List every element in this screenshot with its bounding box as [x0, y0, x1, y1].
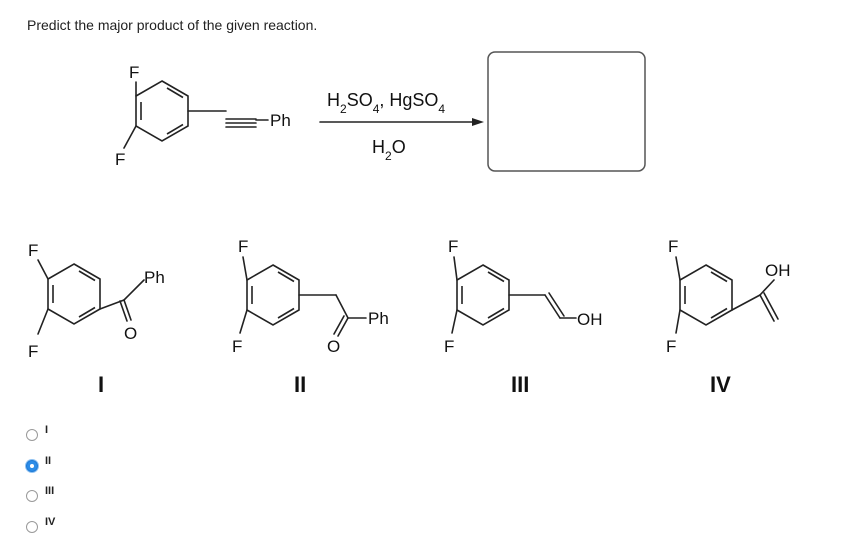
product-i-phenyl-label: Ph [144, 268, 165, 287]
option-label: IV [45, 515, 56, 528]
radio-button-icon[interactable] [26, 429, 38, 441]
product-iv-label: IV [710, 372, 731, 397]
option-label: III [45, 485, 55, 497]
answer-options: I II III IV [26, 424, 56, 549]
reactant-molecule: F F Ph [115, 63, 291, 169]
product-ii-phenyl-label: Ph [368, 309, 389, 328]
option-label: I [45, 424, 49, 436]
product-iii-fluorine-bottom: F [444, 337, 454, 356]
product-iv-fluorine-bottom: F [666, 337, 676, 356]
radio-button-icon[interactable] [26, 459, 38, 472]
option-iv[interactable]: IV [26, 515, 56, 535]
product-i-oxygen: O [124, 324, 137, 343]
product-i-fluorine-bottom: F [28, 342, 38, 361]
product-ii-oxygen: O [327, 337, 340, 356]
product-iv-fluorine-top: F [668, 237, 678, 256]
reactant-fluorine-top: F [129, 63, 139, 82]
reaction-scheme: F F Ph H2SO4, HgSO4 H2O F F Ph O I [28, 51, 791, 397]
product-iii-structure: F F OH [444, 237, 603, 356]
option-label: II [45, 454, 52, 467]
radio-button-icon[interactable] [26, 520, 38, 533]
reagent-acid-line: H2SO4, HgSO4 [327, 90, 445, 116]
product-iii-label: III [511, 372, 529, 397]
answer-box[interactable] [487, 51, 646, 172]
option-ii[interactable]: II [26, 454, 55, 474]
arrow-right-icon [319, 118, 484, 126]
product-iv-structure: F F OH [666, 237, 791, 356]
question-text: Predict the major product of the given r… [27, 17, 318, 33]
product-ii-label: II [294, 372, 306, 397]
reactant-phenyl-label: Ph [270, 111, 291, 130]
reagent-water: H2O [372, 137, 406, 163]
radio-button-icon[interactable] [26, 490, 38, 502]
reactant-fluorine-bottom: F [115, 150, 125, 169]
option-i[interactable]: I [26, 424, 55, 443]
product-iii-fluorine-top: F [448, 237, 458, 256]
product-ii-fluorine-bottom: F [232, 337, 242, 356]
product-i-structure: F F Ph O [28, 241, 165, 361]
product-iii-hydroxyl: OH [577, 310, 603, 329]
product-ii-structure: F F Ph O [232, 237, 389, 356]
product-iv-hydroxyl: OH [765, 261, 791, 280]
option-iii[interactable]: III [26, 485, 55, 504]
product-ii-fluorine-top: F [238, 237, 248, 256]
product-i-fluorine-top: F [28, 241, 38, 260]
product-i-label: I [98, 372, 104, 397]
